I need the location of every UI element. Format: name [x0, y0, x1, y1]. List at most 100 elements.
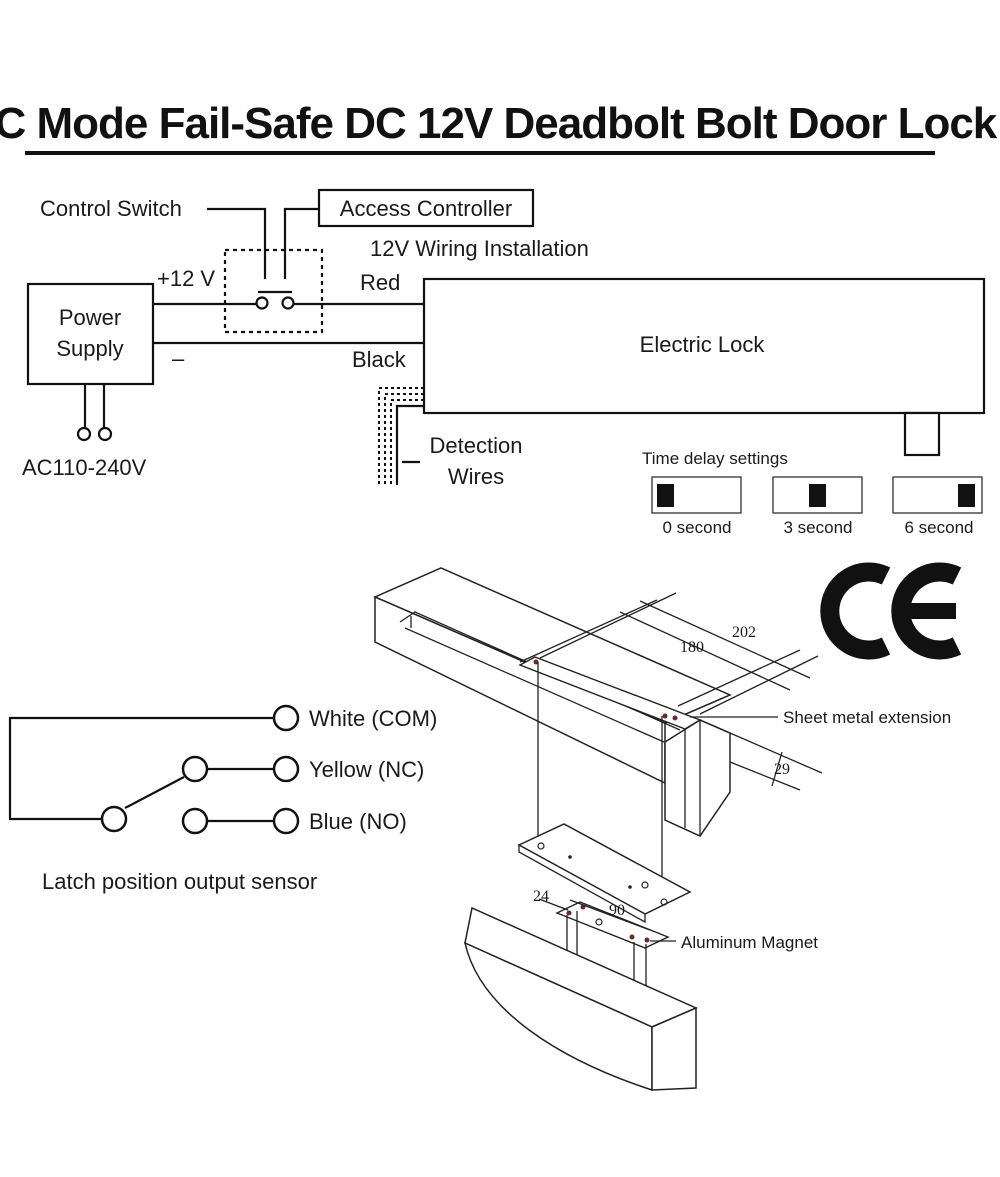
dim-29-label: 29: [774, 761, 790, 778]
dip-switch-knob: [958, 484, 975, 507]
mounting-plate: [517, 823, 692, 924]
delay-switch-3: 3 second: [772, 476, 863, 537]
time-delay-heading: Time delay settings: [642, 449, 788, 468]
delay-option-label: 3 second: [784, 518, 853, 537]
lock-bolt: [903, 411, 941, 457]
yellow-terminal: [272, 755, 300, 783]
electric-lock-box: [422, 277, 986, 415]
yellow-nc-label: Yellow (NC): [309, 757, 424, 782]
dim-180-line: [619, 611, 791, 691]
dim-90-line: [569, 899, 651, 931]
dim-29-line: [729, 732, 823, 774]
detection-bundle-mid: [384, 393, 424, 485]
plate-edge: [518, 843, 646, 924]
wiring-section: Control Switch Access Controller 12V Wir…: [22, 188, 986, 489]
switch-enclosure: [223, 248, 324, 334]
plate-hole: [660, 898, 668, 906]
lock-housing: [664, 719, 731, 837]
sheet-metal-label: Sheet metal extension: [783, 708, 951, 727]
detection-bundle-outer: [378, 387, 424, 485]
magnet-body: [555, 901, 670, 949]
access-controller-label: Access Controller: [340, 196, 512, 221]
latch-sensor: White (COM) Yellow (NC) Blue (NO) Latch …: [8, 704, 437, 894]
black-wire-label: Black: [352, 347, 407, 372]
blue-no-label: Blue (NO): [309, 809, 407, 834]
ce-mark-logo: [820, 562, 962, 660]
mechanical-drawing: 202 180 29 Sheet metal extension: [373, 567, 951, 1092]
dim-90-label: 90: [609, 902, 625, 919]
lock-screw: [672, 715, 678, 721]
door-front-face: [463, 941, 653, 1092]
dim-202-line: [639, 600, 811, 679]
dimension-lines: [519, 592, 823, 791]
dip-switch-knob: [809, 484, 826, 507]
plate-hole: [628, 885, 632, 889]
minus-label: –: [172, 346, 185, 371]
delay-switch-0: 0 second: [651, 476, 742, 537]
door-frame: [373, 567, 732, 785]
ac-input-label: AC110-240V: [22, 455, 147, 480]
switch-terminal-right: [281, 296, 295, 310]
page-title: NC Mode Fail-Safe DC 12V Deadbolt Bolt D…: [0, 99, 998, 148]
white-com-label: White (COM): [309, 706, 437, 731]
lock-body: [518, 656, 731, 883]
sensor-no-contact: [181, 807, 209, 835]
ce-letter-e-bar: [898, 603, 956, 619]
ac-terminal-left: [76, 426, 92, 442]
control-switch-label: Control Switch: [40, 196, 182, 221]
door-edge-face: [651, 1006, 697, 1091]
access-controller-box: [317, 188, 535, 228]
time-delay-settings: Time delay settings 0 second 3 second 6 …: [642, 449, 983, 537]
sensor-com-wire: [8, 716, 275, 821]
plate-hole: [537, 842, 545, 850]
dim-extension: [519, 599, 658, 663]
dim-29-line: [729, 761, 801, 791]
control-switch-leader: [207, 207, 267, 279]
dim-202-label: 202: [732, 624, 756, 641]
door-leaf: [463, 906, 698, 1092]
magnet-label: Aluminum Magnet: [681, 933, 818, 952]
plus-12v-label: +12 V: [157, 266, 215, 291]
magnet-screw: [644, 937, 650, 943]
dip-switch-knob: [657, 484, 674, 507]
detection-label-line2: Wires: [448, 464, 504, 489]
dim-24-line: [538, 898, 569, 911]
sensor-pivot-terminal: [100, 805, 128, 833]
power-supply-label-line1: Power: [59, 305, 121, 330]
dim-24-label: 24: [533, 888, 549, 905]
dim-extension: [699, 655, 819, 715]
detection-bundle-inner: [390, 399, 424, 485]
ce-letter-c: [820, 562, 891, 660]
frame-groove-bottom: [404, 627, 665, 743]
power-supply-label-line2: Supply: [56, 336, 123, 361]
access-controller-leader: [283, 207, 319, 279]
electric-lock-label: Electric Lock: [640, 332, 766, 357]
delay-switch-6: 6 second: [892, 476, 983, 537]
dim-29-tick: [771, 751, 783, 787]
magnet-hole: [595, 918, 603, 926]
installation-label: 12V Wiring Installation: [370, 236, 589, 261]
blue-terminal: [272, 807, 300, 835]
dim-extension: [677, 649, 801, 707]
magnet-screw: [566, 910, 572, 916]
switch-terminal-left: [255, 296, 269, 310]
sensor-nc-contact: [181, 755, 209, 783]
ac-terminal-right: [97, 426, 113, 442]
dim-180-label: 180: [680, 639, 704, 656]
sensor-switch-arm: [124, 776, 185, 809]
lock-screw: [662, 713, 668, 719]
magnet-screw: [629, 934, 635, 940]
dim-extension: [539, 592, 677, 659]
delay-option-label: 6 second: [905, 518, 974, 537]
delay-option-label: 0 second: [663, 518, 732, 537]
lock-screw: [533, 659, 539, 665]
latch-sensor-caption: Latch position output sensor: [42, 869, 317, 894]
plate-hole: [641, 881, 649, 889]
power-supply-box: [26, 282, 155, 386]
detection-bundle-solid: [395, 404, 424, 485]
plate-hole: [568, 855, 572, 859]
red-wire-label: Red: [360, 270, 400, 295]
detection-label-line1: Detection: [430, 433, 523, 458]
white-terminal: [272, 704, 300, 732]
